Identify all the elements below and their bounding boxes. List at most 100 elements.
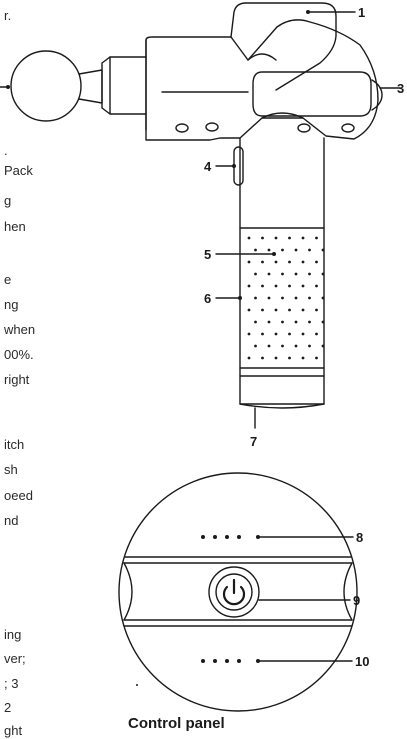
top-handle-shape [230, 2, 337, 91]
grip-dot [274, 332, 278, 336]
speed-indicator-dots [201, 535, 260, 539]
grip-dot [254, 320, 257, 324]
callout-6: 6 [204, 291, 211, 306]
grip-dot [254, 248, 257, 252]
grip-dot [281, 272, 284, 276]
rear-button [371, 79, 383, 111]
grip-dot [308, 344, 311, 348]
grip-dot [288, 332, 291, 336]
left-text-line: itch [4, 437, 25, 452]
grip-dot [294, 344, 298, 348]
grip-dot [247, 308, 251, 312]
callout-4: 4 [204, 159, 212, 174]
vent-hole [297, 123, 311, 133]
neck-top-curve [261, 112, 304, 119]
left-text-line: when [4, 322, 36, 337]
grip-dot [315, 308, 318, 312]
grip-dot [308, 320, 311, 324]
left-text-line: 00%. [4, 347, 34, 362]
gun-body-outline [145, 19, 379, 141]
massage-gun-illustration [10, 2, 383, 409]
grip-dot [254, 296, 257, 300]
grip-dot [267, 272, 271, 276]
grip-dot [274, 284, 278, 288]
grip-dot [281, 296, 284, 300]
power-icon [222, 578, 246, 606]
grip-dot [294, 248, 298, 252]
grip-dot [288, 260, 291, 264]
grip-dot [301, 356, 305, 360]
grip-dot [315, 260, 318, 264]
head-collar [101, 56, 111, 115]
grip-dot [261, 356, 264, 360]
grip-dot [267, 344, 271, 348]
grip-dot [261, 236, 264, 240]
left-text-line: hen [4, 219, 26, 234]
grip-dot [301, 284, 305, 288]
grip-dot [301, 260, 305, 264]
handle-base [239, 367, 325, 405]
grip-dot [247, 236, 251, 240]
grip-dot [247, 356, 251, 360]
callout-3: 3 [397, 81, 404, 96]
grip-dot-texture [247, 236, 325, 360]
head-connector [78, 69, 103, 104]
grip-dot [274, 260, 278, 264]
grip-dot [315, 356, 318, 360]
grip-dot [261, 284, 264, 288]
left-text-line: ght [4, 723, 23, 738]
left-text-line: 2 [4, 700, 12, 715]
grip-dot [247, 284, 251, 288]
control-panel-caption: Control panel [128, 715, 225, 732]
callout-8: 8 [356, 530, 363, 545]
grip-dot [267, 248, 271, 252]
grip-dot [321, 296, 325, 300]
callout-1: 1 [358, 5, 365, 20]
panel-band-right-curve [343, 562, 353, 621]
grip-dot [288, 308, 291, 312]
callout-7: 7 [250, 434, 257, 449]
grip-dot [294, 320, 298, 324]
massage-ball-head [10, 50, 82, 122]
grip-dot [315, 236, 318, 240]
vent-hole [341, 123, 355, 133]
callout-5: 5 [204, 247, 211, 262]
left-text-line: ing [4, 627, 22, 642]
grip-dot [315, 284, 318, 288]
neck-outline [239, 137, 325, 229]
side-band-slot [252, 71, 372, 117]
left-text-line: ver; [4, 651, 26, 666]
grip-dot [274, 308, 278, 312]
grip-dot [281, 320, 284, 324]
grip-dot [254, 344, 257, 348]
grip-dot [288, 236, 291, 240]
left-text-line: ng [4, 297, 19, 312]
grip-dot [261, 332, 264, 336]
vent-hole [175, 123, 189, 133]
left-text-line: Pack [4, 163, 33, 178]
panel-band-left-curve [123, 562, 133, 621]
grip-dot [267, 296, 271, 300]
left-text-line: ; 3 [4, 676, 19, 691]
grip-dot [294, 296, 298, 300]
left-text-line: . [4, 143, 8, 158]
left-text-line: g [4, 193, 12, 208]
left-text-line: sh [4, 462, 18, 477]
left-text-line: right [4, 372, 30, 387]
grip-dot [301, 308, 305, 312]
grip-dot [308, 248, 311, 252]
stray-dot [136, 684, 138, 686]
grip-dot [261, 260, 264, 264]
left-text-line: nd [4, 513, 19, 528]
grip-dot [321, 248, 325, 252]
grip-dot [315, 332, 318, 336]
left-text-line: r. [4, 8, 12, 23]
grip-dot [308, 296, 311, 300]
callout-10: 10 [355, 654, 369, 669]
grip-dot [321, 344, 325, 348]
grip-dot [321, 320, 325, 324]
grip-dot [308, 272, 311, 276]
grip-dot [247, 260, 251, 264]
grip-dot [274, 356, 278, 360]
